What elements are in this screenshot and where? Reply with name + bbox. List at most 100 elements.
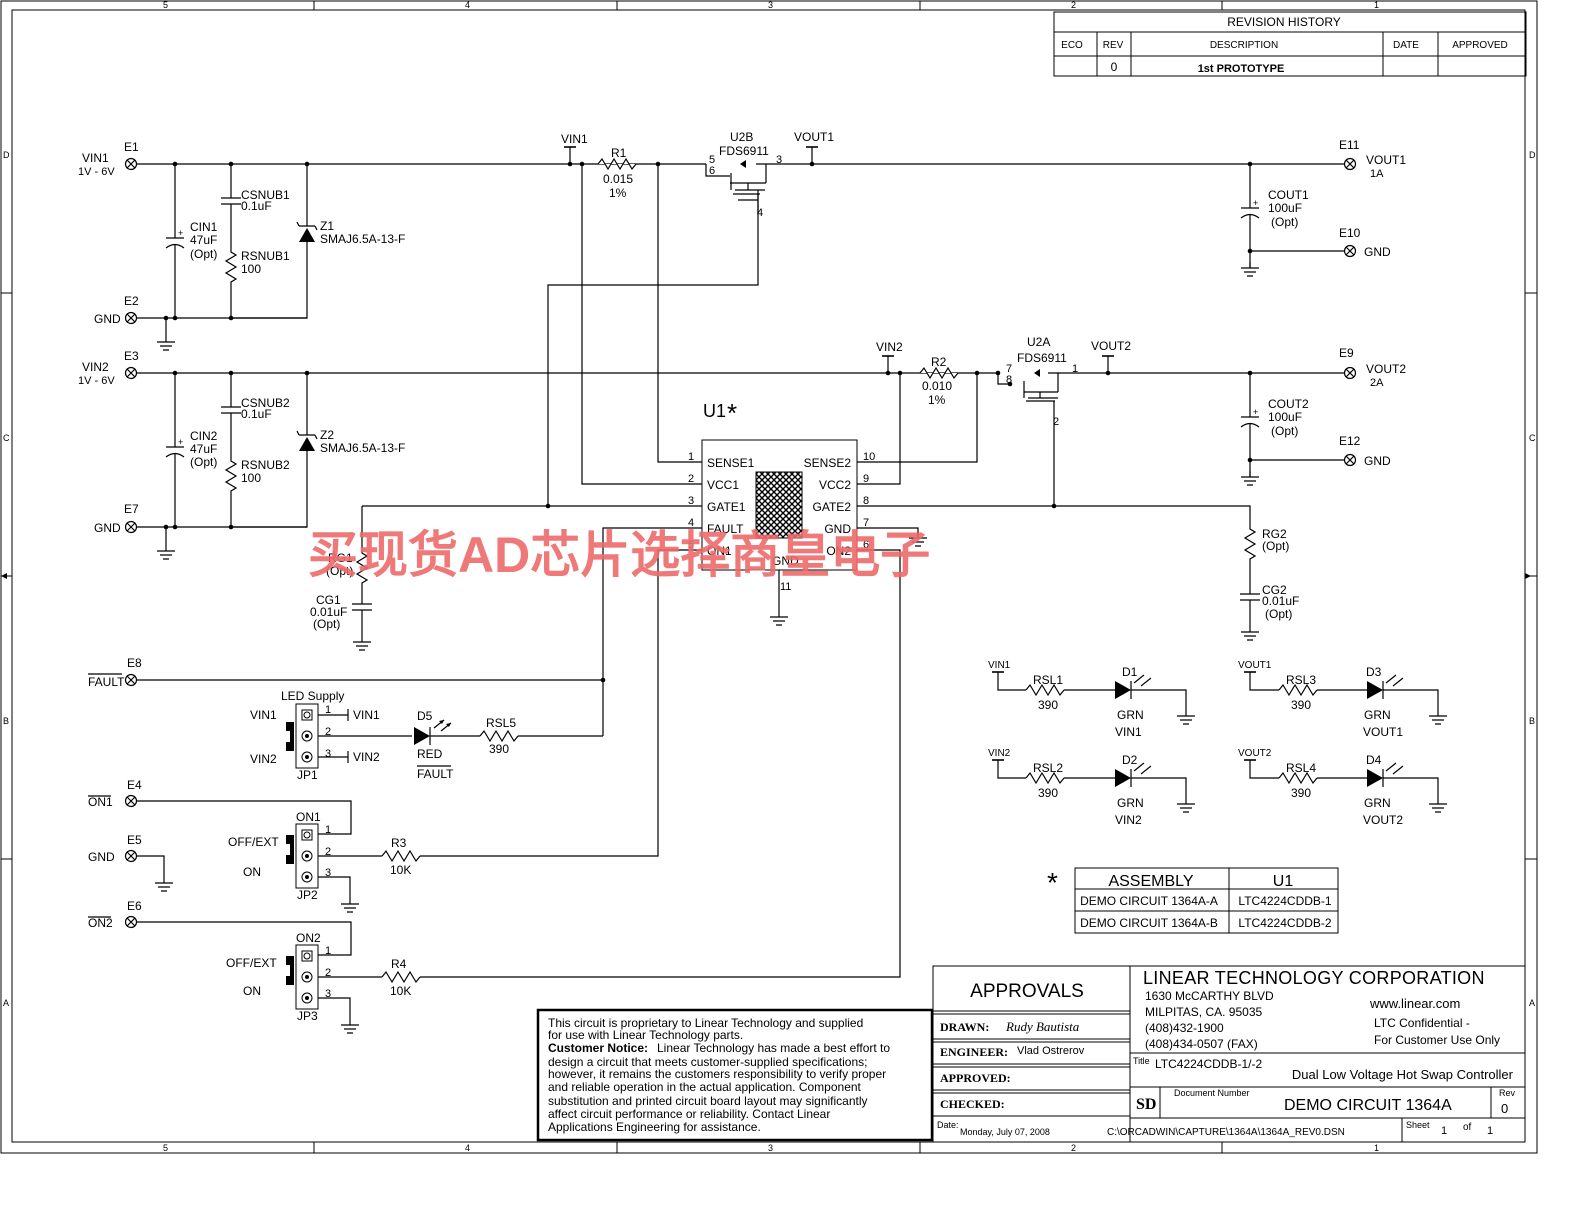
e4-net: ON1: [88, 795, 113, 809]
e5-net: GND: [88, 850, 115, 864]
rev-header-date: DATE: [1393, 40, 1419, 51]
e10-net: GND: [1364, 245, 1391, 259]
u1-ref: U1: [703, 401, 726, 421]
u2a-pin8: 8: [1006, 374, 1012, 386]
csnub1-value: 0.1uF: [241, 199, 272, 213]
rsl4-value: 390: [1291, 786, 1311, 800]
customer-notice: This circuit is proprietary to Linear Te…: [536, 1008, 934, 1142]
jp3-pin2: 2: [325, 967, 331, 979]
rsl5-value: 390: [489, 742, 509, 756]
address-line1: 1630 McCARTHY BLVD: [1145, 989, 1274, 1003]
d3-supply: VOUT1: [1238, 660, 1272, 671]
notice-line1: This circuit is proprietary to Linear Te…: [548, 1016, 863, 1030]
rsnub2-value: 100: [241, 471, 261, 485]
cin1-value: 47uF: [190, 233, 217, 247]
e5-ref: E5: [127, 833, 142, 847]
u1-num-5: 5: [688, 539, 694, 551]
r1-value: 0.015: [603, 172, 633, 186]
cg1-ref: CG1: [316, 593, 341, 607]
u1-num-1: 1: [688, 451, 694, 463]
part-number: LTC4224CDDB-1/-2: [1155, 1057, 1262, 1071]
jp3-left-bottom: ON: [243, 984, 261, 998]
rsl2-ref: RSL2: [1033, 761, 1063, 775]
rev-row-description: 1st PROTOTYPE: [1198, 63, 1285, 75]
file-path: C:\ORCADWIN\CAPTURE\1364A\1364A_REV0.DSN: [1107, 1127, 1345, 1138]
border-col-2b: 2: [1071, 1143, 1076, 1153]
e8-net: FAULT: [88, 675, 125, 689]
on2-jumper-circuit: E6 ON2 ON2 OFF/EXT ON JP3 1 2 3 R4 10K: [88, 549, 901, 1034]
document-number: DEMO CIRCUIT 1364A: [1284, 1097, 1452, 1114]
phone: (408)432-1900: [1145, 1021, 1224, 1035]
u1-pin-vcc1: VCC1: [707, 478, 739, 492]
u1-num-10: 10: [863, 451, 875, 463]
rsnub1-value: 100: [241, 262, 261, 276]
e10-ref: E10: [1339, 226, 1361, 240]
jp3-title: ON2: [296, 931, 321, 945]
border-row-b-r: B: [1529, 716, 1535, 726]
assembly-row1-name: DEMO CIRCUIT 1364A-A: [1080, 894, 1218, 908]
gate1-rc: RG1 (Opt) CG1 0.01uF (Opt): [310, 505, 548, 651]
cg2-value: 0.01uF: [1262, 594, 1299, 608]
rev-value: 0: [1501, 1101, 1508, 1116]
u1-num-3: 3: [688, 495, 694, 507]
rev-header-eco: ECO: [1061, 40, 1083, 51]
border-col-5: 5: [163, 0, 168, 10]
rsl4-ref: RSL4: [1286, 761, 1316, 775]
border-col-3: 3: [768, 0, 773, 10]
csnub2-ref: CSNUB2: [241, 396, 290, 410]
cin2-note: (Opt): [190, 455, 217, 469]
notice-line3: Linear Technology has made a best effort…: [657, 1041, 890, 1055]
cin2-value: 47uF: [190, 442, 217, 456]
e12-net: GND: [1364, 454, 1391, 468]
jp1-pin3: 3: [325, 748, 331, 760]
jp3-pin1: 1: [325, 945, 331, 957]
notice-bold: Customer Notice:: [548, 1041, 648, 1055]
e2-net: GND: [94, 312, 121, 326]
svg-text:+: +: [1253, 198, 1258, 208]
e7-ref: E7: [124, 502, 139, 516]
u1-pin-fault: FAULT: [707, 522, 744, 536]
r3-value: 10K: [390, 863, 411, 877]
rev-label: Rev: [1499, 1088, 1516, 1098]
engineer-label: ENGINEER:: [940, 1045, 1008, 1059]
d5-label: FAULT: [417, 767, 454, 781]
cg1-value: 0.01uF: [310, 605, 347, 619]
d1-supply: VIN1: [988, 660, 1011, 671]
on1-jumper-circuit: E4 ON1 E5 GND ON1 OFF/EXT ON JP2 1 2 3 R…: [88, 549, 702, 913]
u2a-pin1: 1: [1072, 363, 1078, 375]
sheet-total: 1: [1487, 1125, 1493, 1137]
cin1-ref: CIN1: [190, 220, 218, 234]
r2-value: 0.010: [922, 379, 952, 393]
e1-net: VIN1: [82, 151, 109, 165]
u1-num-9: 9: [863, 473, 869, 485]
e3-range: 1V - 6V: [78, 375, 115, 387]
assembly-row2-part: LTC4224CDDB-2: [1238, 916, 1331, 930]
output1-terminals: + COUT1 100uF (Opt) E11 VOUT1 1A E10 GND: [1240, 138, 1406, 277]
u1-pin-on2: ON2: [826, 544, 851, 558]
u1-pin-gnd-bottom: GND: [772, 554, 799, 568]
rg2-note: (Opt): [1262, 539, 1289, 553]
jp2-pin3: 3: [325, 867, 331, 879]
channel2-power-path: VIN2 R2 0.010 1% U2A FDS6911 7 8 1 2 VOU…: [857, 335, 1344, 506]
e3-net: VIN2: [82, 360, 109, 374]
rsnub1-ref: RSNUB1: [241, 249, 290, 263]
d1-label: VIN1: [1115, 725, 1142, 739]
u2a-pin2: 2: [1053, 416, 1059, 428]
website: www.linear.com: [1369, 996, 1460, 1011]
border-col-4: 4: [465, 0, 470, 10]
e7-net: GND: [94, 521, 121, 535]
r1-tol: 1%: [609, 186, 627, 200]
d1-ref: D1: [1122, 665, 1138, 679]
csnub1-ref: CSNUB1: [241, 188, 290, 202]
cout2-value: 100uF: [1268, 410, 1302, 424]
assembly-marker: *: [1047, 867, 1058, 898]
vin1-net-label: VIN1: [561, 132, 588, 146]
notice-line7: substitution and printed circuit board l…: [548, 1094, 868, 1108]
r1-ref: R1: [611, 146, 627, 160]
watermark-text: 买现货AD芯片选择商皇电子: [308, 527, 930, 583]
company-name: LINEAR TECHNOLOGY CORPORATION: [1143, 968, 1485, 988]
u2a-value: FDS6911: [1017, 351, 1067, 365]
u1-num-11: 11: [780, 581, 791, 593]
cg2-ref: CG2: [1262, 583, 1287, 597]
assembly-header-u1: U1: [1273, 873, 1294, 890]
